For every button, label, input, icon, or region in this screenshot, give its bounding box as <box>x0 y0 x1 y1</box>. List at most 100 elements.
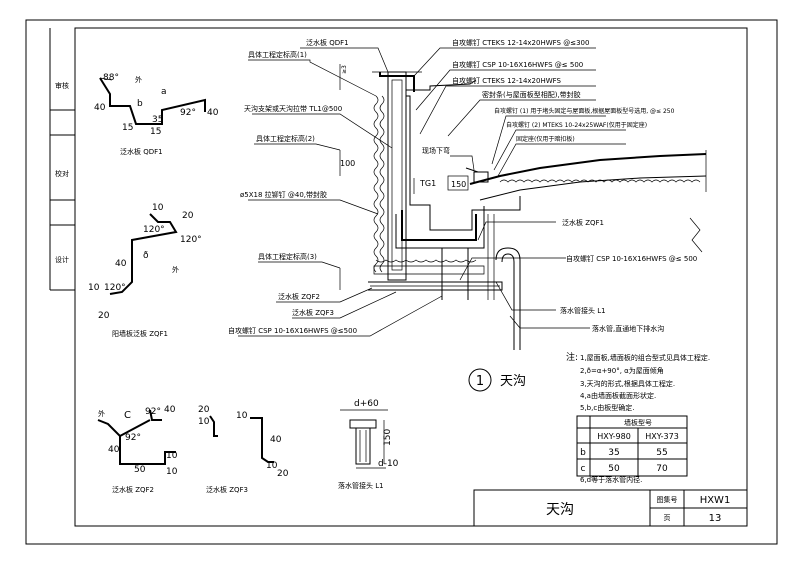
zqf2-angle1: 92° <box>145 407 161 417</box>
zqf2-outside: 外 <box>98 409 105 418</box>
zqf1-label: 阳墙板泛板 ZQF1 <box>112 329 168 338</box>
zqf3-label: 泛水板 ZQF3 <box>206 485 248 494</box>
panel-table: 墙板型号 HXY-980 HXY-373 b 35 55 c 50 70 <box>576 415 688 477</box>
qdf1-angle2: 92° <box>180 108 196 118</box>
table-row-b-val1: 35 <box>608 448 619 458</box>
zqf2-dim-10b: 10 <box>166 467 178 477</box>
l1-label: 落水管接头 L1 <box>338 481 384 490</box>
callout-screw2: 自攻螺钉 (2) MTEKS 10-24x25WAF(仅用于固定座) <box>506 121 647 129</box>
callout-seal-strip: 密封条(与屋面板型相配),带封胶 <box>482 90 581 99</box>
note-4: 4,a由墙面板截面形状定. <box>580 391 656 400</box>
table-row-b-val2: 55 <box>656 448 667 458</box>
svg-text:≥3: ≥3 <box>341 65 348 74</box>
marker-150: 150 <box>451 180 466 189</box>
callout-zqf2: 泛水板 ZQF2 <box>278 292 320 301</box>
l1-dim-d60: d+60 <box>354 399 379 409</box>
qdf1-b: b <box>137 99 143 109</box>
table-title: 墙板型号 <box>624 418 652 427</box>
callout-zqf1-right: 泛水板 ZQF1 <box>562 218 604 227</box>
title-block: 天沟 图集号 HXW1 页 13 <box>473 489 748 527</box>
callout-elev2: 具体工程定标高(2) <box>256 134 315 143</box>
zqf3-dim-40: 40 <box>270 435 282 445</box>
callout-rivet: ø5X18 拉铆钉 @40,带封胶 <box>240 190 327 199</box>
notes-heading: 注: <box>566 351 578 363</box>
zqf2-dim-10a: 10 <box>166 451 178 461</box>
callout-cteks-300: 自攻螺钉 CTEKS 12-14x20HWFS @≤300 <box>452 38 589 47</box>
page-label: 页 <box>664 514 671 522</box>
zqf1-theta: ð <box>143 251 149 261</box>
detail-heading: 1 天沟 <box>468 368 526 392</box>
detail-number: 1 <box>476 374 484 389</box>
l1-dim-150: 150 <box>383 429 393 446</box>
zqf3-dim-10a: 10 <box>198 417 210 427</box>
marker-tg1: TG1 <box>419 179 436 188</box>
table-row-c-val1: 50 <box>608 464 620 474</box>
table-row-b-key: b <box>580 448 586 458</box>
table-col-2: HXY-373 <box>645 432 679 441</box>
zqf1-outside: 外 <box>172 265 179 274</box>
qdf1-dim-40a: 40 <box>94 103 106 113</box>
part-zqf2: 外 C 92° 40 92° 40 10 50 10 泛水板 ZQF2 <box>97 405 178 494</box>
zqf1-dim-10b: 10 <box>88 283 100 293</box>
callout-elev3: 具体工程定标高(3) <box>258 252 317 261</box>
callout-zqf3: 泛水板 ZQF3 <box>292 308 334 317</box>
part-zqf3: 20 10 40 10 10 20 泛水板 ZQF3 <box>198 405 289 494</box>
zqf2-label: 泛水板 ZQF2 <box>112 485 154 494</box>
l1-dim-d10: d-10 <box>378 459 399 469</box>
qdf1-dim-15a: 15 <box>122 123 133 133</box>
note-3: 3,天沟的形式,根据具体工程定. <box>580 379 675 388</box>
callout-qdf1: 泛水板 QDF1 <box>306 38 349 47</box>
callout-downpipe: 落水管,直通地下排水沟 <box>592 324 664 333</box>
callout-screw-csp-left: 自攻螺钉 CSP 10-16X16HWFS @≤500 <box>228 326 357 335</box>
note-2: 2,ð=α+90°, α为屋面倾角 <box>580 366 664 375</box>
zqf2-dim-40b: 40 <box>108 445 120 455</box>
note-5: 5,b,c由板型确定. <box>580 403 634 412</box>
note-1: 1,屋面板,墙面板的组合型式见具体工程定. <box>580 353 710 362</box>
notes: 注: 1,屋面板,墙面板的组合型式见具体工程定. 2,ð=α+90°, α为屋面… <box>566 351 710 484</box>
zqf3-dim-10b: 10 <box>236 411 248 421</box>
leaders-left <box>238 47 443 337</box>
table-col-1: HXY-980 <box>597 432 631 441</box>
approval-design: 设计 <box>55 255 69 264</box>
marker-100: 100 <box>340 159 355 168</box>
zqf1-dim-20b: 20 <box>98 311 110 321</box>
callout-fixing-seat: 固定座(仅用于暗扣板) <box>516 135 575 143</box>
table-row-c-key: c <box>581 464 586 474</box>
callout-screw1: 自攻螺钉 (1) 用于堵头固定与屋面板,根据屋面板型号选用, @≤ 250 <box>494 107 675 115</box>
zqf2-dim-40a: 40 <box>164 405 176 415</box>
callout-l1: 落水管接头 L1 <box>560 306 606 315</box>
zqf1-dim-10: 10 <box>152 203 164 213</box>
callout-elev1: 具体工程定标高(1) <box>248 50 307 59</box>
qdf1-dim-40b: 40 <box>207 108 219 118</box>
callout-cteks: 自攻螺钉 CTEKS 12-14x20HWFS <box>452 76 562 85</box>
note-6: 6,d等于落水管内径. <box>580 475 642 484</box>
callout-bend-site: 现场下弯 <box>422 146 450 155</box>
qdf1-dim-35: 35 <box>152 115 163 125</box>
qdf1-dim-15b: 15 <box>150 127 161 137</box>
page-number: 13 <box>709 513 722 524</box>
zqf2-angle2: 92° <box>125 433 141 443</box>
qdf1-label: 泛水板 QDF1 <box>120 147 163 156</box>
zqf1-angle1: 120° <box>143 225 165 235</box>
zqf3-dim-20b: 20 <box>277 469 289 479</box>
part-zqf1: 10 20 120° 120° 40 ð 外 10 120° 20 阳墙板泛板 … <box>88 203 202 338</box>
zqf1-dim-40: 40 <box>115 259 127 269</box>
drawing-no: HXW1 <box>700 495 731 506</box>
zqf2-dim-50: 50 <box>134 465 146 475</box>
qdf1-outside: 外 <box>135 75 142 84</box>
qdf1-a: a <box>161 87 167 97</box>
leaders-right <box>413 47 626 329</box>
zqf2-c: C <box>124 410 131 421</box>
part-qdf1: 88° 外 a 40 b 92° 40 35 15 15 泛水板 QDF1 <box>94 73 219 156</box>
zqf1-angle3: 120° <box>104 283 126 293</box>
title-block-title: 天沟 <box>546 502 574 518</box>
approval-review: 审核 <box>55 81 69 90</box>
callout-csp-500: 自攻螺钉 CSP 10-16X16HWFS @≤ 500 <box>452 60 583 69</box>
zqf1-angle2: 120° <box>180 235 202 245</box>
callout-csp-right: 自攻螺钉 CSP 10-16X16HWFS @≤ 500 <box>566 254 697 263</box>
approval-strip: 审核 校对 设计 <box>49 28 75 291</box>
detail-title: 天沟 <box>500 374 526 389</box>
table-row-c-val2: 70 <box>656 464 668 474</box>
zqf1-dim-20: 20 <box>182 211 194 221</box>
